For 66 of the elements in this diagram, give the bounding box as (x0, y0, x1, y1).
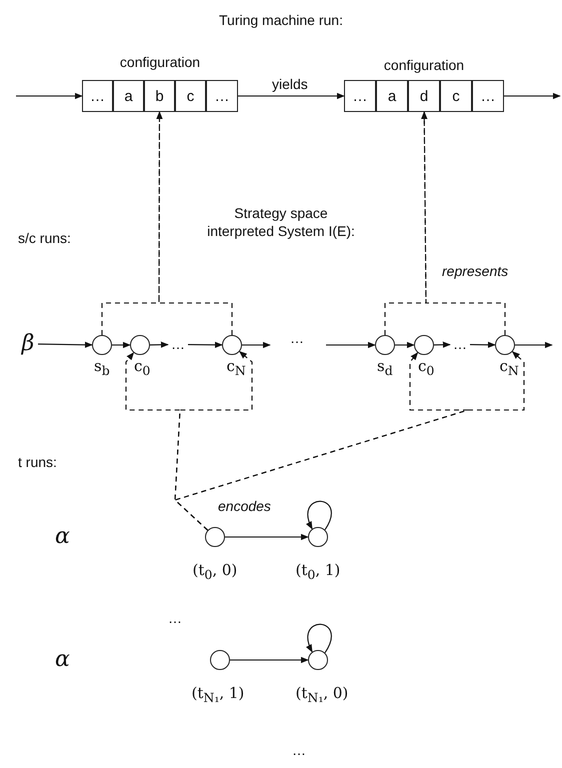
ellipsis: … (450, 336, 470, 353)
arrow (395, 342, 415, 348)
arrow (504, 92, 561, 100)
state-label: c$_{N}$ (500, 358, 519, 379)
state-circle (308, 650, 328, 670)
state-circle (308, 527, 328, 547)
arrow (188, 342, 223, 348)
arrow (238, 92, 345, 100)
section-heading: Strategy space interpreted System I(E): (206, 204, 356, 240)
tape-heading: configuration (382, 57, 466, 74)
state-circle (130, 335, 150, 355)
tape-cell: c (175, 80, 206, 112)
section-label: s/c runs: (18, 230, 71, 247)
self-loop-arrow (306, 624, 332, 654)
state-label: (t$_{N₁}$, 0) (296, 685, 348, 706)
section-label: t runs: (18, 454, 57, 471)
state-label: (t$_{N₁}$, 1) (192, 685, 244, 706)
state-circle (375, 335, 395, 355)
state-circle (205, 527, 225, 547)
state-label: c$_{0}$ (134, 358, 150, 379)
arrow (326, 342, 376, 348)
state-circle (210, 650, 230, 670)
tape-cell: c (440, 80, 472, 112)
tape-cell: d (408, 80, 440, 112)
self-loop-arrow (306, 500, 332, 530)
arrow (225, 534, 309, 540)
diagram-title: Turing machine run: (218, 12, 344, 29)
arrow (230, 656, 309, 664)
arrow (112, 342, 131, 348)
arrow (150, 342, 169, 348)
arrow (242, 342, 271, 348)
dashed-arrow (174, 351, 525, 531)
dashed-arrow (156, 111, 233, 335)
tape-cell: … (472, 80, 504, 112)
state-circle (222, 335, 242, 355)
edge-label: encodes (216, 498, 273, 514)
greek-letter-label: β (18, 331, 38, 357)
arrow (434, 342, 451, 348)
state-label: s$_{d}$ (377, 358, 393, 379)
state-label: s$_{b}$ (94, 358, 110, 379)
dashed-arrow (421, 111, 506, 335)
arrow (515, 342, 553, 348)
greek-letter-label: α (55, 524, 70, 550)
tape-heading: configuration (118, 54, 202, 71)
arrow (470, 342, 496, 348)
tape-cell: b (144, 80, 175, 112)
edge-label: yields (270, 76, 310, 92)
state-label: (t$_{0}$, 0) (192, 562, 238, 583)
tape-cell: a (113, 80, 144, 112)
arrow (16, 92, 83, 100)
state-circle (414, 335, 434, 355)
section-label: … (168, 610, 182, 627)
section-label: … (290, 330, 304, 347)
arrow (38, 342, 93, 348)
state-label: (t$_{0}$, 1) (296, 562, 340, 583)
tape-cell: … (206, 80, 238, 112)
state-circle (92, 335, 112, 355)
section-label: … (292, 742, 306, 759)
ellipsis: … (168, 336, 188, 353)
tape-cell: a (376, 80, 408, 112)
state-label: c$_{N}$ (226, 358, 246, 379)
state-circle (495, 335, 515, 355)
tape-cell: … (82, 80, 113, 112)
tape-cell: … (344, 80, 376, 112)
state-label: c$_{0}$ (418, 358, 434, 379)
greek-letter-label: α (55, 647, 70, 673)
